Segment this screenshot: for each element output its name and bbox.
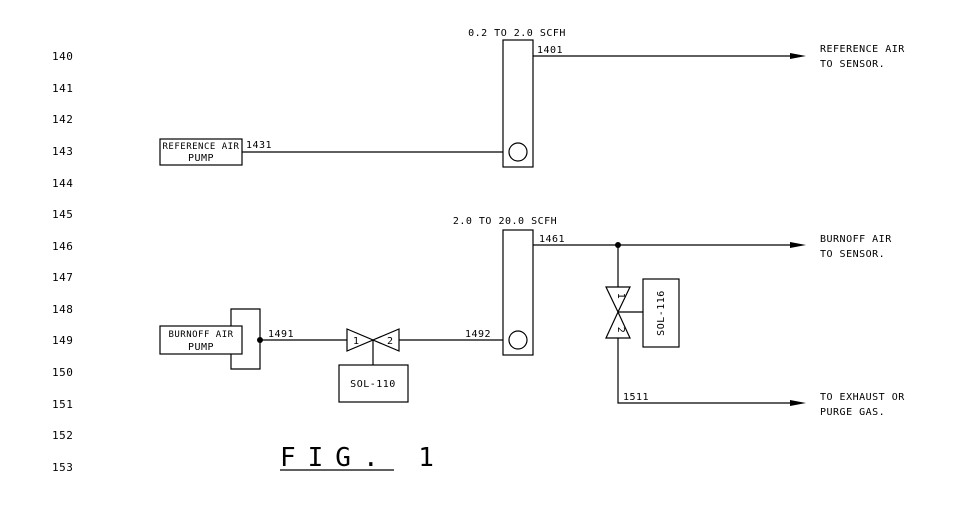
burnoff-air-pump-box (159, 325, 243, 355)
burnoff-output-line2: TO SENSOR. (820, 249, 885, 260)
line-tag-1461: 1461 (539, 234, 565, 245)
sol116-port2: 2 (615, 327, 626, 334)
lower-flowmeter-float (508, 330, 528, 350)
line-tag-1431: 1431 (246, 140, 272, 151)
sol110-port1: 1 (353, 336, 360, 347)
row-number: 141 (52, 82, 73, 95)
burnoff-pump-label-line2: PUMP (188, 342, 214, 353)
lower-flowmeter (502, 229, 534, 356)
sol116-label: SOL-116 (656, 290, 667, 336)
reference-output-line2: TO SENSOR. (820, 59, 885, 70)
row-number: 143 (52, 145, 73, 158)
line-tag-1401: 1401 (537, 45, 563, 56)
row-number: 152 (52, 429, 73, 442)
row-number: 147 (52, 271, 73, 284)
row-number: 140 (52, 50, 73, 63)
exhaust-output-line1: TO EXHAUST OR (820, 392, 905, 403)
row-number: 153 (52, 461, 73, 474)
reference-output-line1: REFERENCE AIR (820, 44, 905, 55)
burnoff-air-circuit: BURNOFF AIR PUMP 1491 1 2 SOL-110 1492 2… (159, 216, 905, 418)
upper-flowmeter-range: 0.2 TO 2.0 SCFH (468, 28, 566, 39)
row-number: 150 (52, 366, 73, 379)
sol116-port1: 1 (615, 293, 626, 300)
line-tag-1492: 1492 (465, 329, 491, 340)
row-number: 151 (52, 398, 73, 411)
reference-air-arrow (790, 53, 806, 59)
figure-label: FIG. 1 (280, 443, 446, 473)
upper-flowmeter-float (508, 142, 528, 162)
sol116-valve-bottom (605, 310, 631, 339)
sol110-label: SOL-110 (350, 379, 396, 390)
row-numbers: 140 141 142 143 144 145 146 147 148 149 … (52, 50, 73, 474)
row-number: 144 (52, 177, 73, 190)
sol116-valve-top (605, 286, 631, 314)
row-number: 146 (52, 240, 73, 253)
sol110-port2: 2 (387, 336, 394, 347)
line-tag-1491: 1491 (268, 329, 294, 340)
line-tag-1511: 1511 (623, 392, 649, 403)
exhaust-output-line2: PURGE GAS. (820, 407, 885, 418)
reference-air-pump-box (159, 138, 243, 166)
row-number: 145 (52, 208, 73, 221)
sol110-valve-left (346, 328, 375, 352)
sol110-valve-right (371, 328, 400, 352)
burnoff-output-line1: BURNOFF AIR (820, 234, 892, 245)
row-number: 142 (52, 113, 73, 126)
burnoff-air-arrow (790, 242, 806, 248)
reference-pump-label-line1: REFERENCE AIR (163, 142, 240, 152)
lower-flowmeter-range: 2.0 TO 20.0 SCFH (453, 216, 557, 227)
exhaust-line (617, 338, 790, 404)
reference-pump-label-line2: PUMP (188, 153, 214, 164)
row-number: 148 (52, 303, 73, 316)
sol110-actuator (338, 364, 409, 403)
row-number: 149 (52, 334, 73, 347)
exhaust-arrow (790, 400, 806, 406)
reference-air-circuit: REFERENCE AIR PUMP 1431 0.2 TO 2.0 SCFH … (159, 28, 905, 168)
burnoff-pump-label-line1: BURNOFF AIR (168, 330, 233, 340)
sol116-actuator (642, 278, 680, 348)
upper-flowmeter (502, 39, 534, 168)
